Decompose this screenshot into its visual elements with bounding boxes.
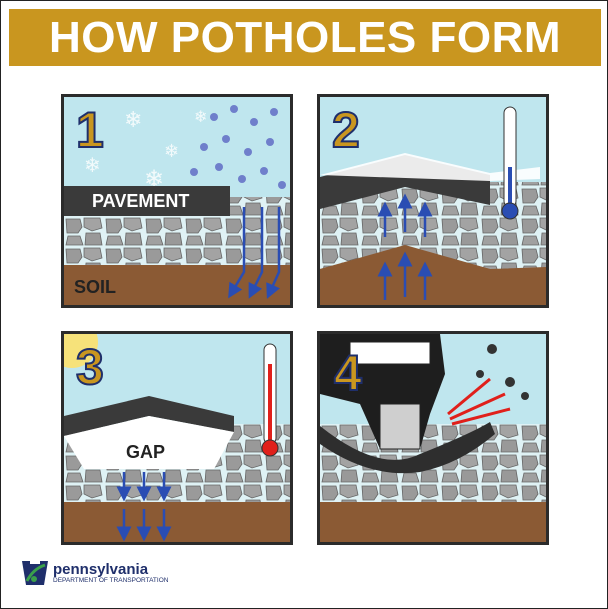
panel-1-illustration: ❄❄ ❄❄ ❄ <box>64 105 290 305</box>
penndot-logo: pennsylvania DEPARTMENT OF TRANSPORTATIO… <box>21 559 168 587</box>
debris-chunks <box>476 344 529 400</box>
frost-heave-arrows <box>377 193 433 300</box>
water-seepage-arrows <box>228 207 281 299</box>
logo-subtitle: DEPARTMENT OF TRANSPORTATION <box>53 576 169 584</box>
gap-void <box>64 416 234 469</box>
sun-icon <box>64 334 98 368</box>
soil-label: SOIL <box>74 277 117 297</box>
snow-cover <box>320 153 540 181</box>
thermometer-cold-icon <box>501 106 519 220</box>
soil-layer <box>320 502 546 542</box>
impact-lines <box>447 377 511 426</box>
step-number: 3 <box>75 339 105 395</box>
panel-1-precipitation: ❄❄ ❄❄ ❄ 1 PAVEMENT SOIL <box>61 94 293 308</box>
truck-icon <box>320 334 445 450</box>
step-number: 2 <box>331 102 361 158</box>
page-title: HOW POTHOLES FORM <box>48 12 562 62</box>
gap-label: GAP <box>126 442 166 462</box>
panel-4-pothole: 4 <box>317 331 549 545</box>
thermometer-hot-icon <box>261 343 279 457</box>
panel-2-illustration <box>320 106 546 305</box>
svg-text:❄: ❄ <box>164 141 179 161</box>
pothole-broken-pavement <box>320 422 495 474</box>
step-number: 1 <box>75 102 105 158</box>
soil-layer <box>64 502 290 542</box>
panel-2-freezing: 2 <box>317 94 549 308</box>
panel-4-illustration <box>320 334 546 542</box>
svg-text:❄: ❄ <box>124 107 142 132</box>
svg-text:❄: ❄ <box>194 109 207 126</box>
panel-3-thawing: 3 GAP <box>61 331 293 545</box>
keystone-icon <box>22 561 48 585</box>
raindrop-icons <box>190 105 286 189</box>
water-drain-arrows <box>116 472 172 542</box>
pavement-label: PAVEMENT <box>92 191 190 211</box>
logo-name: pennsylvania <box>53 560 149 578</box>
pavement-layer <box>64 186 230 216</box>
svg-text:❄: ❄ <box>84 155 101 177</box>
title-banner: HOW POTHOLES FORM <box>9 9 601 66</box>
panel-3-illustration <box>64 334 290 542</box>
step-number: 4 <box>333 345 363 401</box>
